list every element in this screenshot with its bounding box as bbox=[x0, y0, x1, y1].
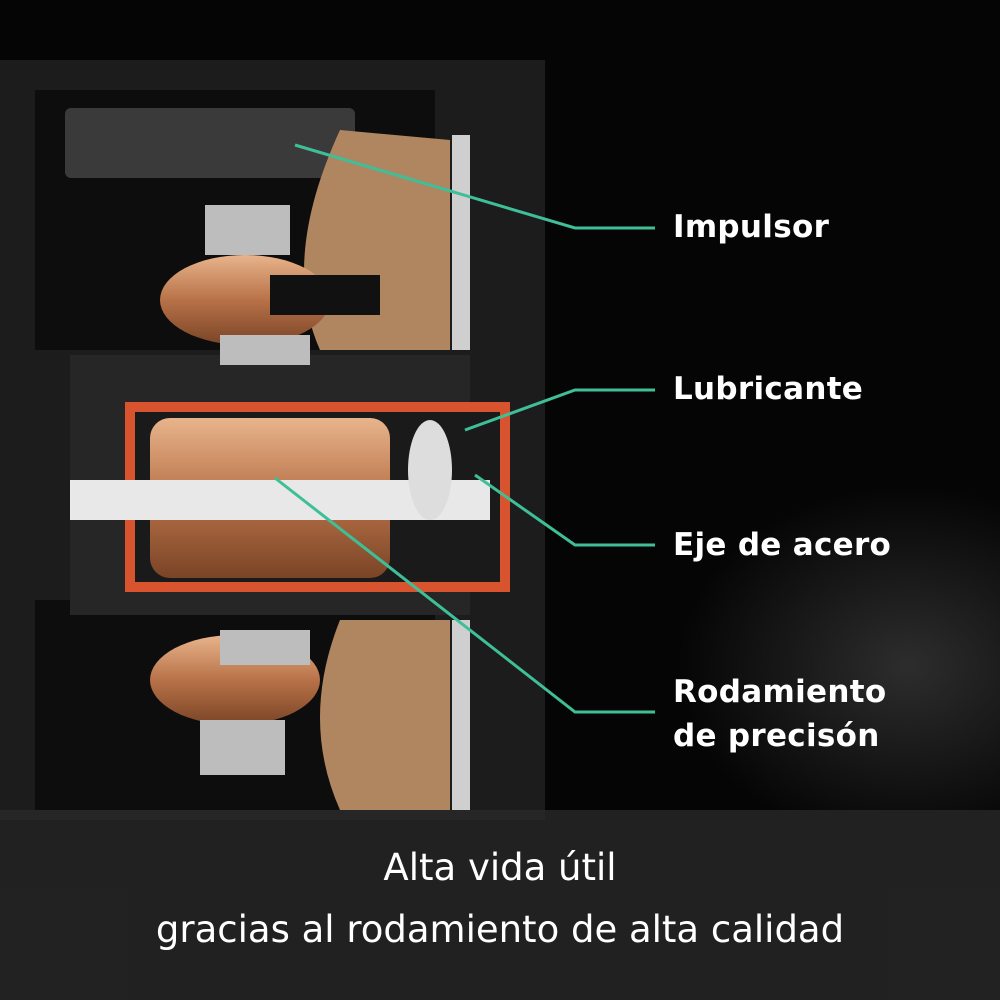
callout-eje-de-acero: Eje de acero bbox=[673, 527, 892, 563]
impeller bbox=[65, 108, 355, 178]
background-particles bbox=[540, 450, 1000, 810]
callout-rodamiento-line1: Rodamiento bbox=[673, 674, 887, 710]
caption-line2: gracias al rodamiento de alta calidad bbox=[155, 908, 845, 951]
caption-line1: Alta vida útil bbox=[383, 846, 617, 889]
caption-band: Alta vida útil gracias al rodamiento de … bbox=[0, 810, 1000, 1000]
callout-lines bbox=[274, 143, 655, 714]
callout-lubricante: Lubricante bbox=[673, 371, 864, 407]
coils bbox=[150, 205, 380, 775]
callout-rodamiento-line2: de precisón bbox=[673, 718, 880, 754]
bearing bbox=[70, 402, 510, 592]
callout-impulsor: Impulsor bbox=[673, 209, 830, 245]
callout-rodamiento: Rodamiento de precisón bbox=[673, 670, 886, 758]
